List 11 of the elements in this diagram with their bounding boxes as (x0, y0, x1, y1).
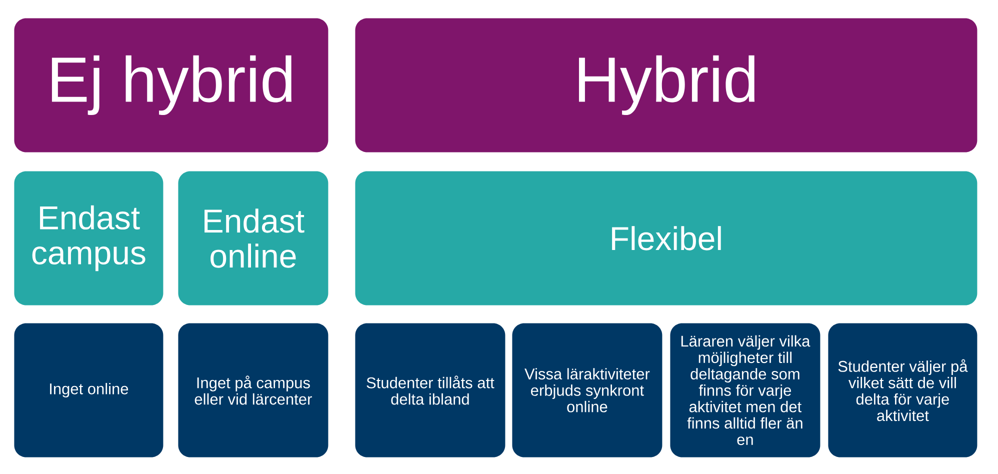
category-box: Endast online (178, 171, 328, 306)
category-box: Endast campus (14, 171, 164, 306)
description-box: Studenter tillåts att delta ibland (355, 323, 506, 458)
category-box: Flexibel (355, 171, 978, 306)
heading-box: Ej hybrid (14, 18, 328, 152)
heading-box: Hybrid (355, 18, 978, 152)
description-box: Vissa läraktiviteter erbjuds synkront online (512, 323, 662, 458)
description-box: Inget online (14, 323, 164, 458)
description-box: Studenter väljer på vilket sätt de vill delta för varje aktivitet (828, 323, 978, 458)
description-box: Inget på campus eller vid lärcenter (178, 323, 328, 458)
description-box: Läraren väljer vilka möjligheter till deltagande som finns för varje aktivitet men det finns alltid fler än en (670, 323, 820, 458)
